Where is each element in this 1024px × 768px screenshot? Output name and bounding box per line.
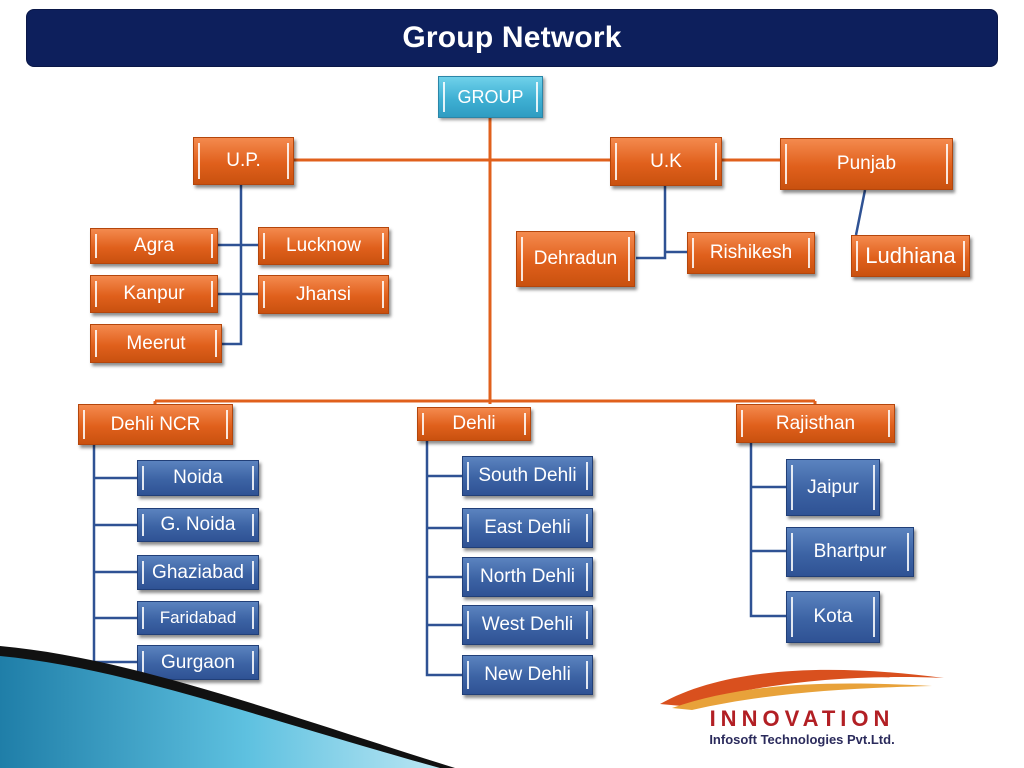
logo-name: INNOVATION [709,706,895,731]
city-label-dehradun: Dehradun [533,248,618,269]
city-node-jhansi: Jhansi [258,275,389,314]
state-node-up: U.P. [193,137,294,185]
state-label-up: U.P. [226,150,261,171]
state-node-rajisthan: Rajisthan [736,404,895,443]
city-label-new-dehli: New Dehli [484,664,571,685]
state-label-uk: U.K [650,150,682,172]
city-node-jaipur: Jaipur [786,459,880,516]
city-label-gurgaon: Gurgaon [161,651,235,673]
city-node-gurgaon: Gurgaon [137,645,259,680]
state-label-dehli: Dehli [452,413,496,434]
city-label-kanpur: Kanpur [123,283,185,304]
city-node-north-dehli: North Dehli [462,557,593,597]
city-label-ludhiana: Ludhiana [865,243,956,268]
blue-connectors [92,185,867,677]
corner-swoosh-decoration [0,646,455,768]
city-label-west-dehli: West Dehli [481,614,574,635]
city-node-bhartpur: Bhartpur [786,527,914,577]
city-node-kota: Kota [786,591,880,643]
state-label-rajisthan: Rajisthan [775,412,856,434]
city-node-east-dehli: East Dehli [462,508,593,548]
city-label-faridabad: Faridabad [159,608,237,627]
group-node: GROUP [438,76,543,118]
city-node-kanpur: Kanpur [90,275,218,313]
city-label-jaipur: Jaipur [807,476,859,498]
city-node-ghaziabad: Ghaziabad [137,555,259,590]
city-label-jhansi: Jhansi [296,283,351,305]
state-node-punjab: Punjab [780,138,953,190]
city-label-meerut: Meerut [126,332,186,354]
city-label-agra: Agra [133,235,175,256]
city-label-kota: Kota [813,606,853,627]
city-node-south-dehli: South Dehli [462,456,593,496]
city-node-g-noida: G. Noida [137,508,259,542]
city-node-noida: Noida [137,460,259,496]
city-node-west-dehli: West Dehli [462,605,593,645]
city-node-lucknow: Lucknow [258,227,389,265]
group-label: GROUP [457,86,524,107]
city-node-faridabad: Faridabad [137,601,259,635]
logo-swoosh-icon [660,669,944,710]
page-title: Group Network [402,21,622,54]
city-node-meerut: Meerut [90,324,222,363]
city-node-rishikesh: Rishikesh [687,232,815,274]
city-node-dehradun: Dehradun [516,231,635,287]
city-node-new-dehli: New Dehli [462,655,593,695]
city-label-bhartpur: Bhartpur [813,541,887,562]
city-node-agra: Agra [90,228,218,264]
state-label-dehli-ncr: Dehli NCR [110,413,201,435]
state-label-punjab: Punjab [836,153,897,174]
city-label-south-dehli: South Dehli [478,465,577,486]
city-label-lucknow: Lucknow [286,235,361,256]
city-label-ghaziabad: Ghaziabad [152,561,244,583]
city-node-ludhiana: Ludhiana [851,235,970,277]
city-label-noida: Noida [173,467,223,488]
logo-tagline: Infosoft Technologies Pvt.Ltd. [709,732,895,747]
city-label-g-noida: G. Noida [160,514,236,535]
title-bar: Group Network [26,9,998,67]
state-node-uk: U.K [610,137,722,186]
state-node-dehli-ncr: Dehli NCR [78,404,233,445]
state-node-dehli: Dehli [417,407,531,441]
city-label-east-dehli: East Dehli [484,517,571,538]
city-label-north-dehli: North Dehli [479,566,576,587]
company-logo: INNOVATION Infosoft Technologies Pvt.Ltd… [652,664,952,754]
city-label-rishikesh: Rishikesh [709,242,793,263]
